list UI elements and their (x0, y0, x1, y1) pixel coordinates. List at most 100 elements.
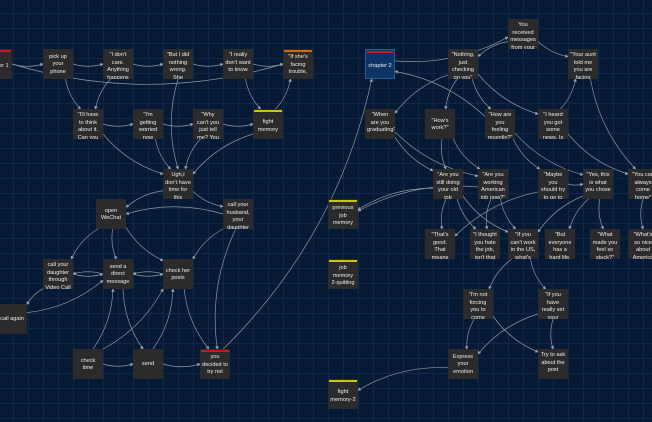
passage-whycant[interactable]: "Why can't you just tell me? You (193, 109, 223, 139)
link-arrow (477, 73, 539, 115)
passage-hardlife[interactable]: "But everyone has a hard life. We (545, 229, 575, 259)
passage-trouble[interactable]: "If she's facing trouble, (283, 49, 313, 79)
passage-title: open WeChat (100, 207, 122, 222)
link-arrow (394, 74, 449, 114)
passage-title: "If you can't work in the US, what's (510, 232, 536, 259)
link-arrow (122, 288, 144, 350)
tag-bar-yellow (329, 260, 357, 262)
link-arrow (132, 63, 164, 67)
link-arrow (440, 138, 447, 170)
passage-prevjob[interactable]: previous job memory (328, 199, 358, 229)
passage-posts[interactable]: check her posts (163, 259, 193, 289)
passage-express[interactable]: Express your emotion (448, 349, 478, 379)
passage-feeling[interactable]: "How are you feeling recently?" (485, 109, 515, 139)
passage-title: previous job memory (332, 205, 354, 227)
passage-ugh[interactable]: Ugh,I don't have time for this (163, 169, 193, 199)
passage-title: pick up your phone (49, 53, 67, 75)
passage-callagain[interactable]: call again (0, 304, 27, 334)
passage-title: "How's work?" (431, 117, 449, 132)
passage-good[interactable]: "That's good. That means (425, 229, 455, 259)
link-arrow (537, 41, 569, 58)
passage-title: job memory 2-quitting (331, 265, 355, 287)
passage-american[interactable]: "Are you working American job now?" (478, 169, 508, 199)
link-arrow (512, 138, 541, 170)
link-arrow (456, 198, 477, 230)
link-arrow (245, 78, 261, 110)
passage-dontcare[interactable]: "I don't care. Anything happens to (103, 49, 133, 79)
passage-aunt[interactable]: "Your aunt told me you are facing (568, 49, 598, 79)
passage-cantwork[interactable]: "If you can't work in the US, what's (508, 229, 538, 259)
link-arrow (183, 288, 210, 350)
passage-title: "I don't care. Anything happens to (107, 52, 129, 79)
link-arrow (640, 198, 644, 230)
passage-title: "I thought you hate the job, isn't that (473, 232, 497, 259)
link-arrow (65, 78, 81, 110)
passage-title: "I'm getting worried now (138, 112, 158, 139)
passage-husband[interactable]: call your husband, your daughter (223, 199, 253, 229)
passage-think[interactable]: "I'll have to think about it. Can you (73, 109, 103, 139)
passage-title: "Yes, this is what you chose (585, 172, 611, 193)
link-arrow (170, 78, 179, 170)
link-arrow (357, 185, 479, 212)
tag-bar-red (201, 350, 229, 352)
link-arrow (192, 133, 254, 175)
passage-news[interactable]: "I heard you got some news. Is (538, 109, 568, 139)
passage-title: send (141, 361, 155, 368)
passage-nothingwrong[interactable]: "But I did nothing wrong. She (163, 49, 193, 79)
passage-title: send a direct message (106, 263, 130, 285)
link-arrow (275, 78, 292, 110)
link-arrow (102, 288, 164, 350)
passage-received[interactable]: You received messages from your (508, 19, 538, 49)
passage-quitting[interactable]: job memory 2-quitting (328, 259, 358, 289)
passage-checking[interactable]: "Nothing, just checking on you" (448, 49, 478, 79)
passage-dm[interactable]: send a direct message (103, 259, 133, 289)
passage-checktime[interactable]: check time (73, 349, 103, 379)
link-arrow (492, 315, 539, 353)
passage-video[interactable]: call your daughter through Video Call (43, 259, 73, 289)
passage-fight[interactable]: fight memory (253, 109, 283, 139)
passage-oldjob[interactable]: "Are you still doing your old job (433, 169, 463, 199)
passage-work[interactable]: "How's work?" (425, 109, 455, 139)
passage-worried[interactable]: "I'm getting worried now (133, 109, 163, 139)
link-arrow (567, 133, 629, 175)
passage-wechat[interactable]: open WeChat (96, 199, 126, 229)
passage-title: you decided to try not (202, 354, 228, 375)
passage-ch1[interactable]: chapter 1 (0, 49, 12, 79)
passage-fight2[interactable]: fight memory-2 (328, 379, 358, 409)
passage-forcing[interactable]: "I'm not forcing you to come (463, 289, 493, 319)
link-arrow (26, 288, 44, 305)
passage-ch2[interactable]: chapter 2 (365, 49, 395, 79)
link-arrow (454, 191, 539, 237)
passage-chose[interactable]: "Yes, this is what you chose (583, 169, 613, 199)
link-arrow (439, 198, 447, 230)
passage-stuck[interactable]: "What made you feel so stuck?" (590, 229, 620, 259)
passage-nice[interactable]: "What's so nice about America (628, 229, 652, 259)
passage-hate[interactable]: "I thought you hate the job, isn't that (470, 229, 500, 259)
passage-send[interactable]: send (133, 349, 163, 379)
passage-graduating[interactable]: "When are you graduating?" (365, 109, 395, 139)
passage-maybe[interactable]: "Maybe you should try to go to (538, 169, 568, 199)
link-arrow (514, 132, 584, 176)
passage-askpost[interactable]: Try to ask about the post (538, 349, 568, 379)
passage-title: "I really don't want to know (225, 52, 251, 73)
link-arrow (125, 206, 224, 215)
link-arrow (484, 198, 492, 230)
link-arrow (568, 198, 589, 230)
link-arrow (394, 137, 434, 172)
link-arrow (590, 78, 636, 170)
passage-title: chapter 1 (0, 62, 9, 69)
tag-bar-yellow (329, 380, 357, 382)
link-arrow (102, 123, 134, 127)
link-arrow (125, 190, 164, 208)
passage-title: "How are you feeling recently?" (487, 112, 513, 139)
passage-title: "If she's facing trouble, (288, 54, 308, 75)
link-arrow (500, 198, 516, 230)
passage-title: "Are you still doing your old job (436, 172, 460, 199)
link-arrow (162, 363, 201, 368)
passage-setyour[interactable]: "If you have really set your (538, 289, 568, 319)
passage-home[interactable]: "You can always come home" (628, 169, 652, 199)
passage-pickup[interactable]: pick up your phone (43, 49, 73, 79)
passage-dontwant[interactable]: "I really don't want to know (223, 49, 253, 79)
link-arrow (567, 183, 584, 187)
passage-trynot[interactable]: you decided to try not (200, 349, 230, 379)
